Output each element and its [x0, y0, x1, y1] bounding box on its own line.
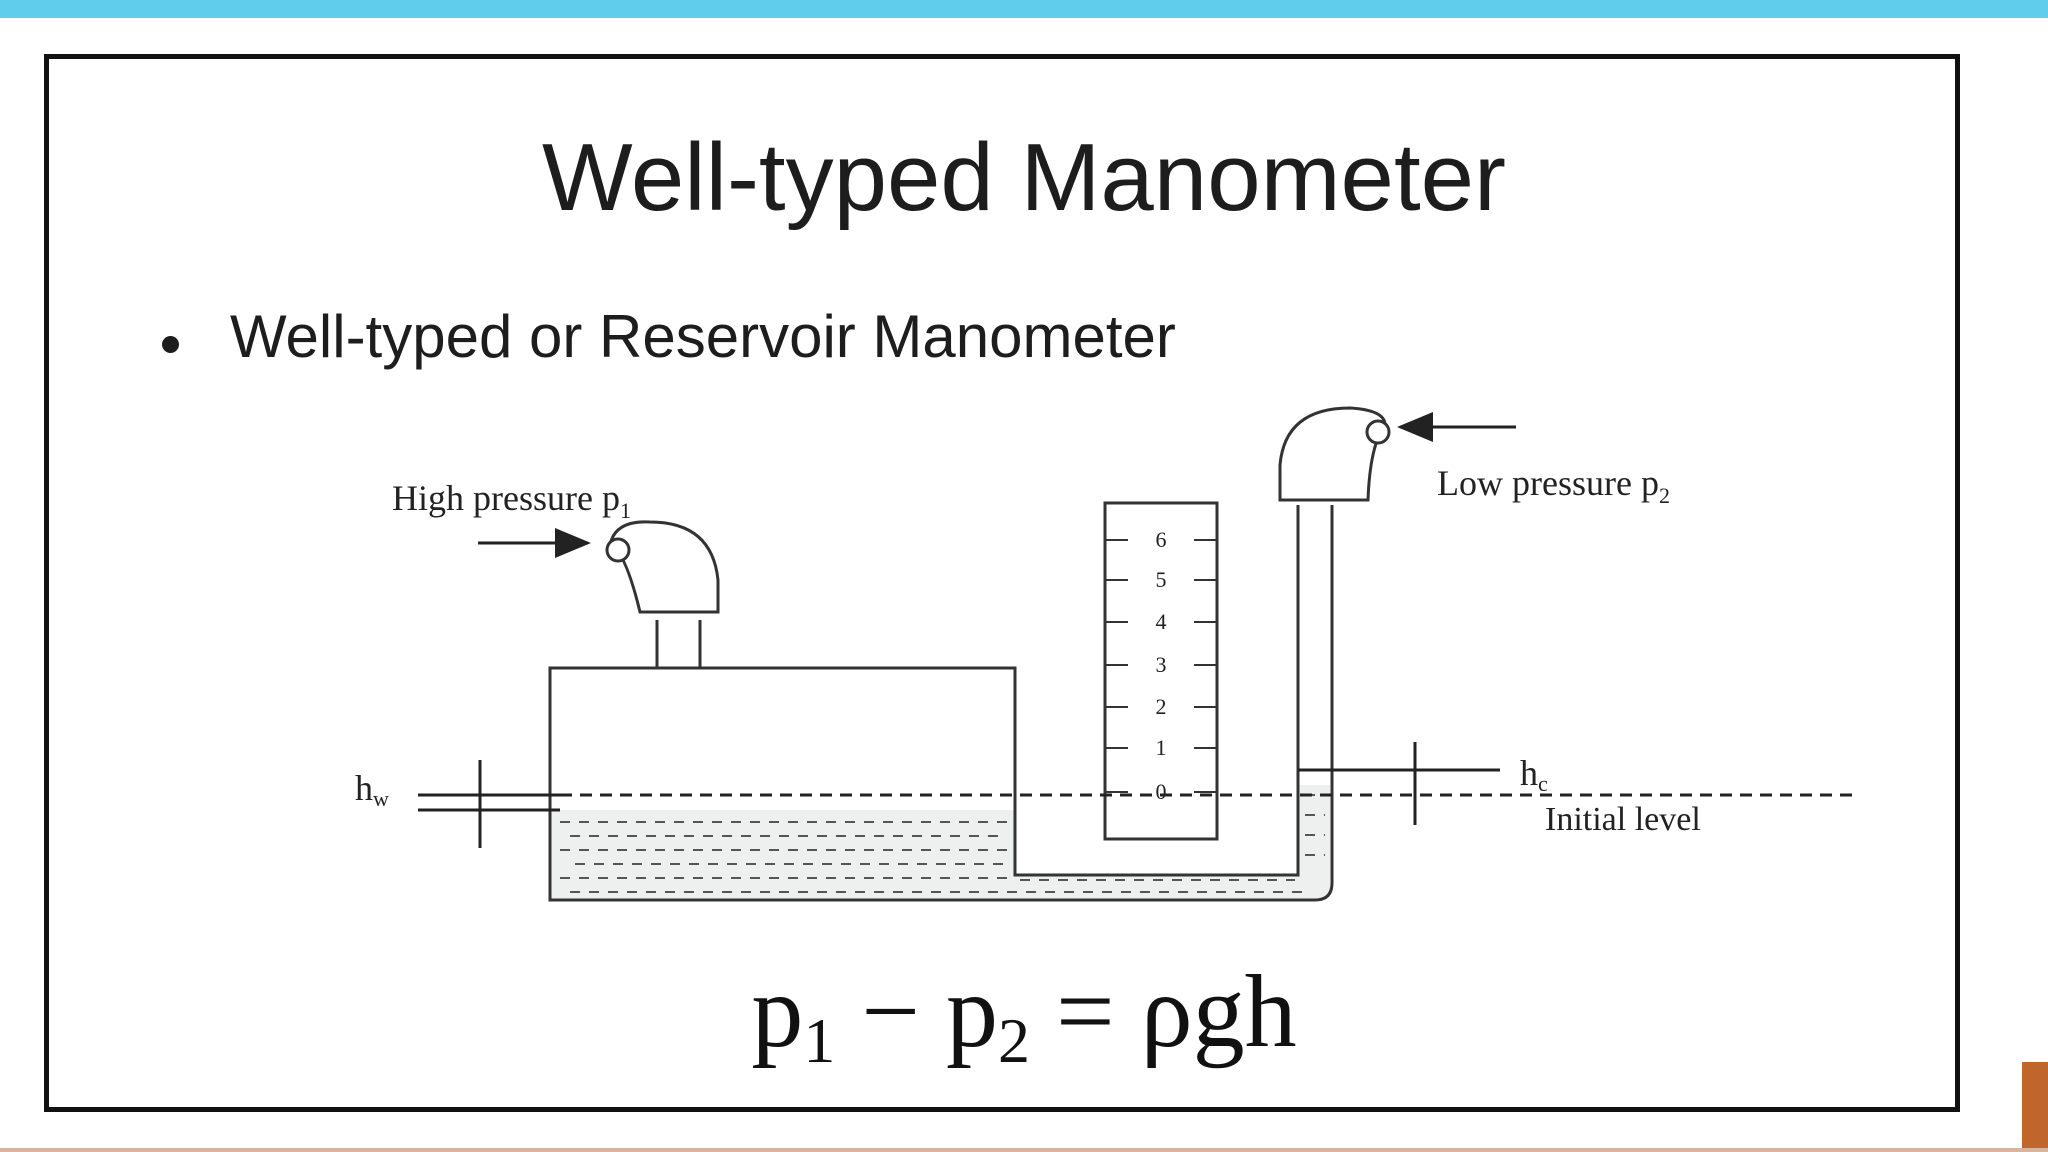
- scale-label-0: 0: [1156, 779, 1167, 804]
- scale-label-1: 1: [1156, 735, 1167, 760]
- reservoir-well: [548, 505, 1334, 902]
- hw-label: hw: [355, 768, 389, 811]
- initial-level-label: Initial level: [1545, 801, 1701, 838]
- scale-ticks: [1105, 539, 1217, 793]
- low-pressure-inlet-icon: [1365, 419, 1391, 445]
- high-pressure-label: High pressure p1: [392, 478, 631, 523]
- hc-dimension: [1298, 742, 1500, 825]
- high-pressure-fitting: [608, 520, 720, 614]
- bullet-text: Well-typed or Reservoir Manometer: [230, 303, 1176, 370]
- accent-bar: [2022, 1062, 2048, 1152]
- top-accent-bar: [0, 0, 2048, 18]
- liquid-fill: [550, 785, 1330, 900]
- scale-label-2: 2: [1156, 694, 1167, 719]
- scale-label-6: 6: [1156, 527, 1167, 552]
- high-pressure-inlet-icon: [605, 537, 631, 563]
- bottom-strip: [0, 1148, 2048, 1152]
- slide-frame: [44, 54, 1960, 1112]
- low-pressure-label: Low pressure p2: [1437, 463, 1670, 508]
- slide-title: Well-typed Manometer: [542, 124, 1506, 231]
- hw-dimension: [418, 760, 560, 848]
- scale-label-4: 4: [1156, 609, 1167, 634]
- hc-label: hc: [1520, 753, 1548, 796]
- scale-label-5: 5: [1156, 567, 1167, 592]
- measuring-scale: [1103, 501, 1219, 841]
- pressure-formula: p1 − p2 = ρgh: [751, 954, 1297, 1076]
- bullet-icon: [162, 336, 179, 353]
- low-pressure-fitting: [1278, 406, 1387, 502]
- scale-label-3: 3: [1156, 652, 1167, 677]
- liquid-dashes: [560, 794, 1325, 893]
